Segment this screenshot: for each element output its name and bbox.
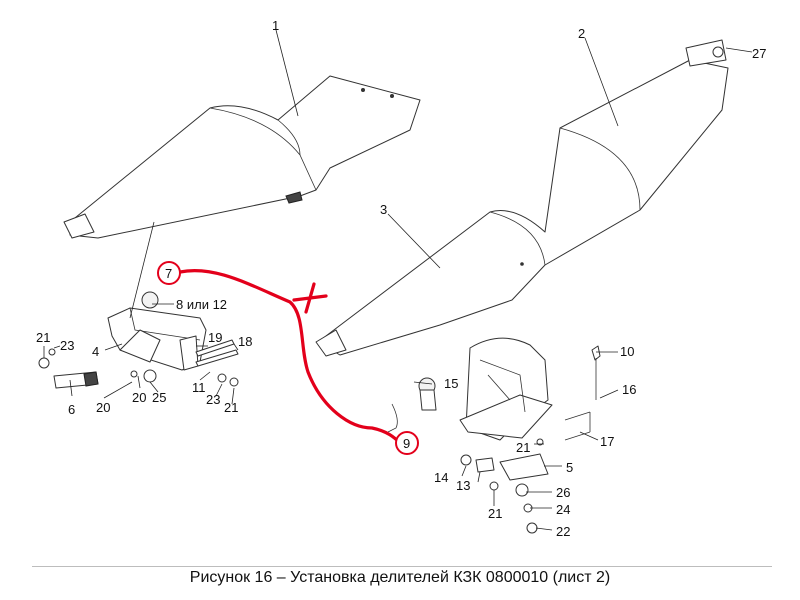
callout-26: 26 (556, 485, 570, 500)
callout-21-lower-left: 21 (224, 400, 238, 415)
callout-23-right: 23 (206, 392, 220, 407)
callout-7: 7 (165, 266, 172, 281)
callout-20-bottom: 20 (96, 400, 110, 415)
callout-13: 13 (456, 478, 470, 493)
callout-8-or-12: 8 или 12 (176, 297, 227, 312)
callout-labels: 1 2 3 4 5 6 7 8 или 12 9 10 11 13 14 15 … (36, 18, 766, 539)
callout-21-right: 21 (516, 440, 530, 455)
callout-15: 15 (444, 376, 458, 391)
callout-19: 19 (208, 330, 222, 345)
callout-21-bottom: 21 (488, 506, 502, 521)
callout-5: 5 (566, 460, 573, 475)
callout-25: 25 (152, 390, 166, 405)
callout-24: 24 (556, 502, 570, 517)
callout-23-left: 23 (60, 338, 74, 353)
callout-17: 17 (600, 434, 614, 449)
callout-22: 22 (556, 524, 570, 539)
leader-lines (43, 29, 753, 531)
divider-cone-2-3 (315, 39, 729, 357)
callout-21-left: 21 (36, 330, 50, 345)
divider-cone-1 (63, 75, 421, 239)
callout-14: 14 (434, 470, 448, 485)
red-annotation (157, 261, 419, 455)
callout-4: 4 (92, 344, 99, 359)
callout-6: 6 (68, 402, 75, 417)
caption-divider (32, 566, 772, 567)
right-bracket-assembly (387, 337, 601, 534)
callout-9: 9 (403, 436, 410, 451)
callout-1: 1 (272, 18, 279, 33)
callout-16: 16 (622, 382, 636, 397)
callout-2: 2 (578, 26, 585, 41)
left-bracket-assembly (38, 291, 239, 389)
callout-18: 18 (238, 334, 252, 349)
figure-caption: Рисунок 16 – Установка делителей КЗК 080… (189, 569, 611, 586)
callout-10: 10 (620, 344, 634, 359)
callout-27: 27 (752, 46, 766, 61)
callout-20-middle: 20 (132, 390, 146, 405)
callout-11: 11 (192, 380, 206, 395)
callout-3: 3 (380, 202, 387, 217)
